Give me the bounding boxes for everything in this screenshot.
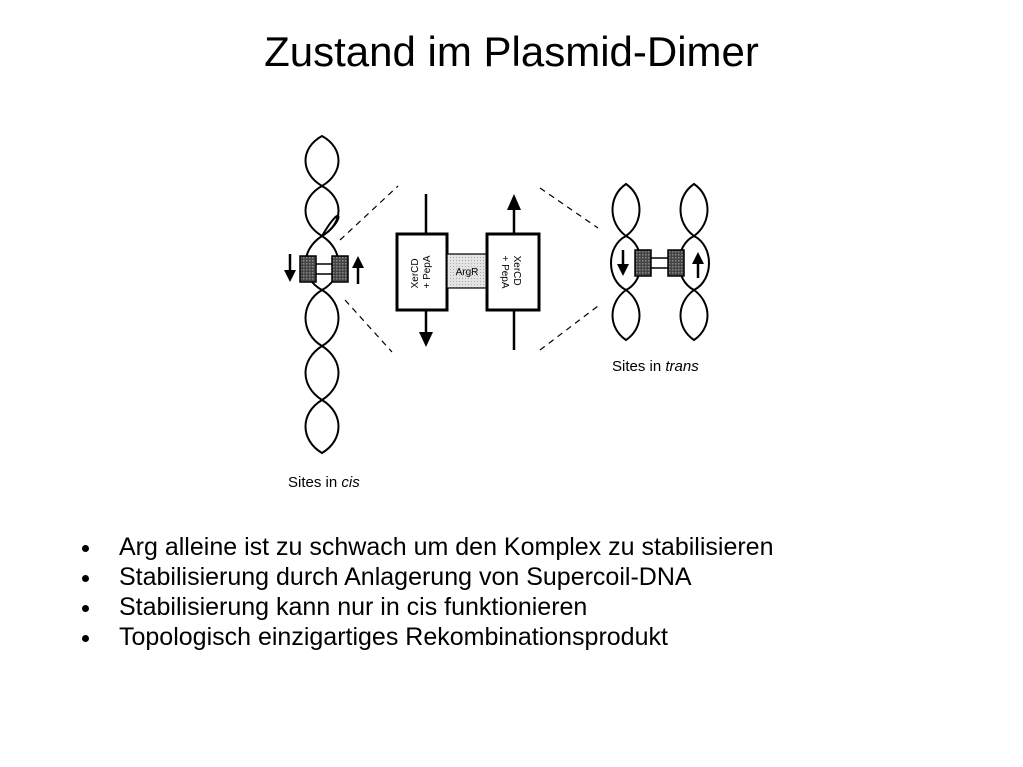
svg-text:Sites in trans: Sites in trans (612, 358, 699, 375)
bullet-icon (82, 605, 89, 612)
bullet-icon (82, 635, 89, 642)
zoom-lines (339, 185, 599, 353)
arrow-up-icon (692, 252, 704, 278)
slide-title: Zustand im Plasmid-Dimer (264, 28, 759, 75)
arrow-down-icon (284, 254, 296, 282)
list-item: Stabilisierung durch Anlagerung von Supe… (82, 562, 773, 592)
cis-dna-strand (304, 134, 340, 455)
trans-site-right (667, 249, 685, 277)
arrow-down-icon (419, 332, 433, 347)
xercd-pepa-box-right (485, 232, 541, 312)
list-item: Topologisch einzigartiges Rekombinations… (82, 622, 773, 652)
bullet-icon (82, 545, 89, 552)
arrow-up-icon (352, 256, 364, 284)
svg-text:Sites in cis: Sites in cis (288, 474, 360, 491)
trans-site-pair (617, 249, 704, 278)
trans-site-left (634, 249, 652, 277)
arrow-down-icon (617, 250, 629, 276)
trans-label: Sites in trans (612, 358, 699, 375)
svg-text:XerCD + PepA: XerCD + PepA (499, 255, 522, 288)
xercd-pepa-box-left (395, 232, 449, 312)
list-item: Stabilisierung kann nur in cis funktioni… (82, 592, 773, 622)
cis-site-pair (284, 254, 364, 284)
list-item: Arg alleine ist zu schwach um den Komple… (82, 532, 773, 562)
bullet-icon (82, 575, 89, 582)
argr-bridge (446, 253, 488, 289)
synaptic-complex: XerCD + PepA ArgR XerCD + PepA (395, 194, 541, 350)
recombination-diagram: Sites in cis XerCD + PepA (284, 134, 710, 491)
bullet-list: Arg alleine ist zu schwach um den Komple… (82, 532, 773, 652)
cis-site-left (299, 255, 317, 283)
arrow-up-icon (507, 194, 521, 210)
plasmid-dimer-figure: Sites in cis XerCD + PepA (270, 128, 740, 498)
argr-label: ArgR (456, 267, 479, 278)
svg-text:XerCD + PepA: XerCD + PepA (410, 255, 433, 288)
cis-site-right (331, 255, 349, 283)
cis-label: Sites in cis (288, 474, 360, 491)
